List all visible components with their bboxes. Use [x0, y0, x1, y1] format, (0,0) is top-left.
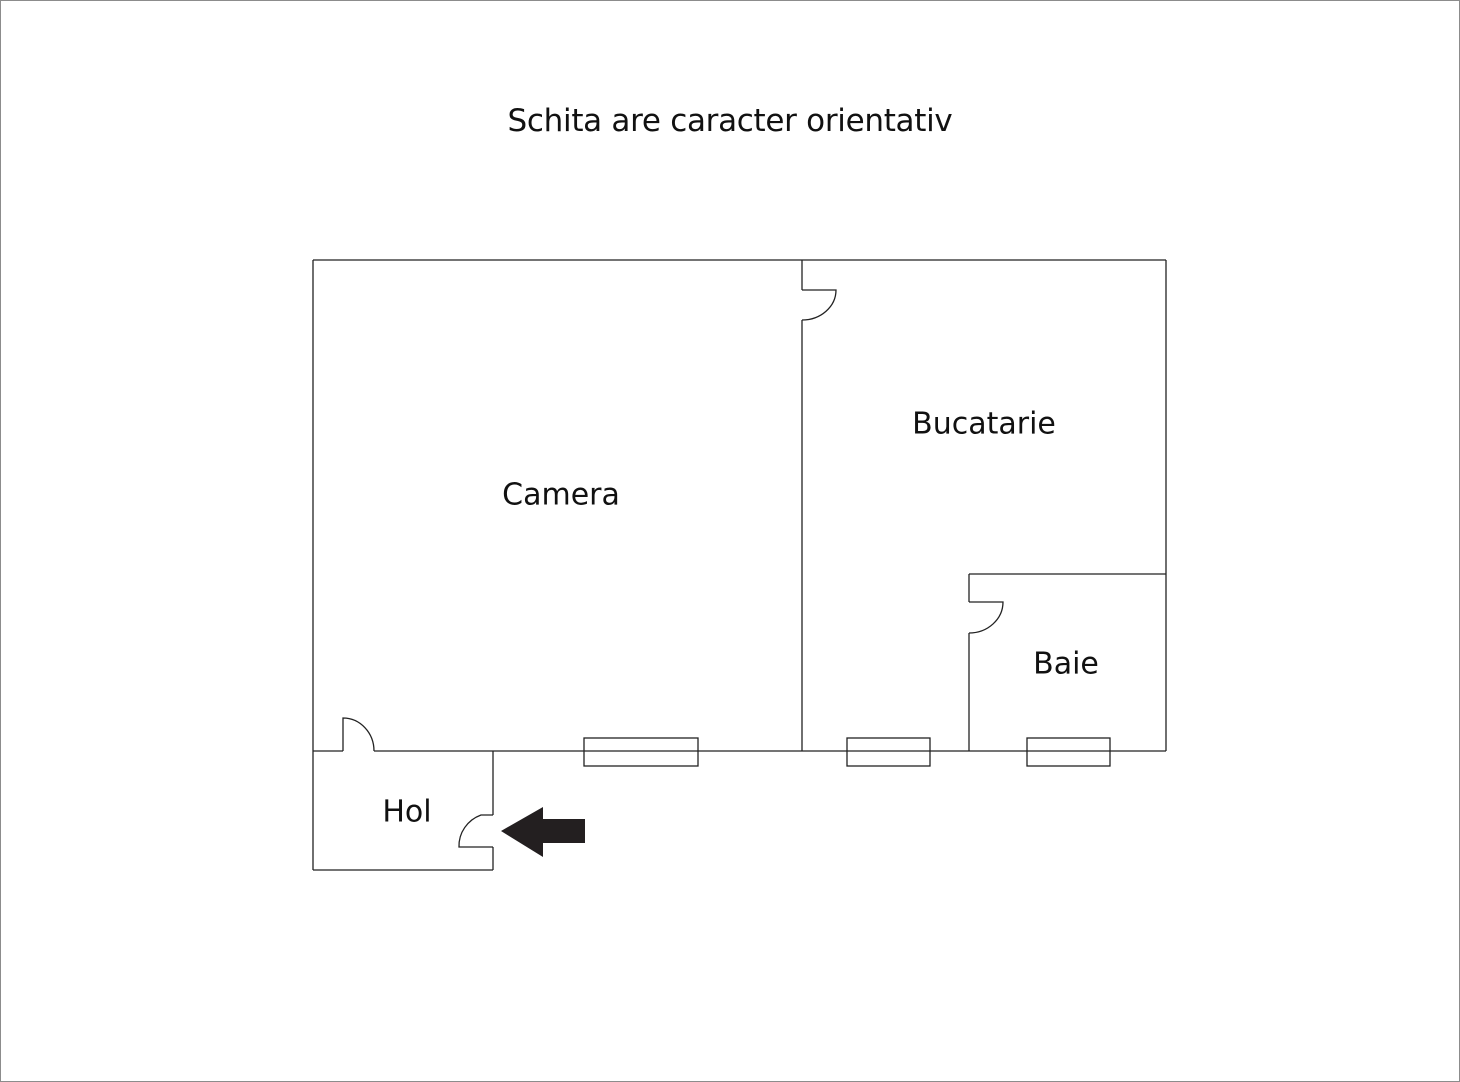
camera-door-icon — [342, 717, 375, 752]
room-label-camera: Camera — [502, 477, 620, 513]
baie-door-icon — [968, 601, 1004, 634]
page-title: Schita are caracter orientativ — [507, 103, 953, 139]
room-label-hol: Hol — [382, 794, 432, 830]
window-bucatarie-icon — [846, 737, 931, 767]
entrance-arrow-icon — [501, 807, 585, 857]
window-baie-icon — [1026, 737, 1111, 767]
room-label-bucatarie: Bucatarie — [912, 406, 1056, 442]
window-camera-icon — [583, 737, 699, 767]
entrance-door-icon — [458, 814, 493, 848]
room-label-baie: Baie — [1033, 646, 1099, 682]
bucatarie-door-icon — [801, 289, 837, 321]
